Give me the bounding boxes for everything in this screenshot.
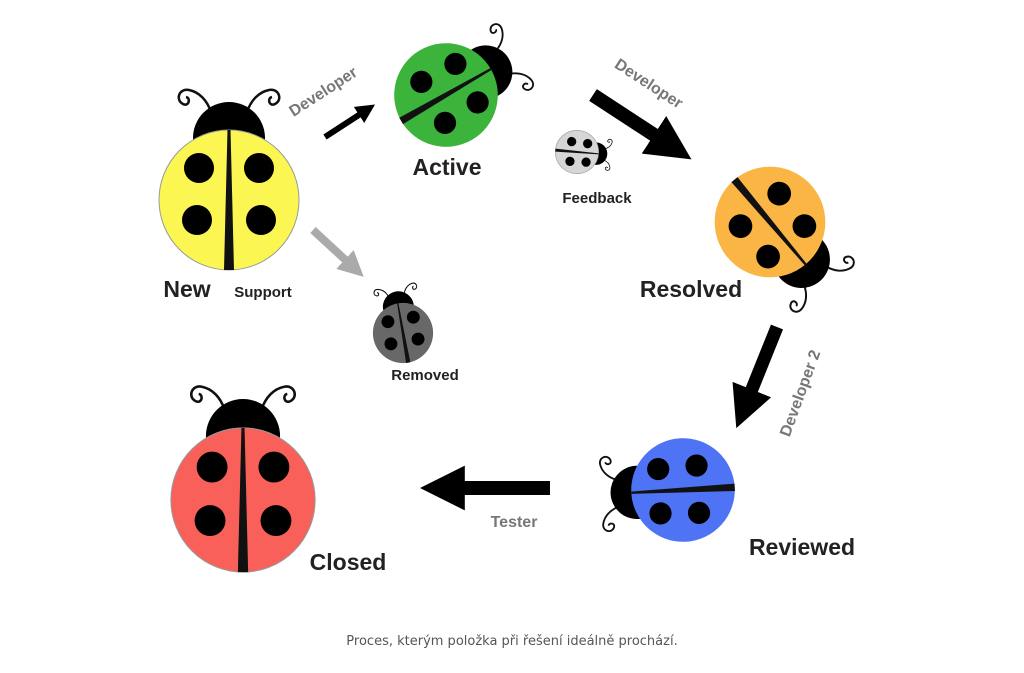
transition-label: Support (234, 284, 292, 301)
transition-label: Developer (286, 64, 360, 120)
ladybug-new-icon (158, 88, 300, 271)
ladybug-active-icon (383, 21, 537, 152)
transition-label: Developer (611, 56, 685, 112)
state-label-resolved: Resolved (640, 276, 742, 302)
arrow-resolved-to-reviewed (732, 324, 784, 429)
ladybug-removed-icon (372, 282, 434, 367)
state-label-feedback: Feedback (562, 190, 632, 207)
arrow-new-to-active (323, 104, 376, 140)
ladybug-closed-icon (170, 385, 316, 573)
state-label-reviewed: Reviewed (749, 534, 855, 560)
state-label-active: Active (412, 154, 481, 180)
arrow-new-to-removed (310, 227, 364, 277)
state-label-new: New (163, 276, 210, 302)
arrow-active-to-resolved (589, 89, 692, 160)
transition-label: Developer 2 (777, 348, 824, 439)
state-label-closed: Closed (310, 549, 387, 575)
ladybug-resolved-icon (706, 155, 858, 316)
ladybug-reviewed-icon (598, 438, 737, 542)
figure-caption: Proces, kterým položka při řešení ideáln… (346, 634, 677, 649)
state-label-removed: Removed (391, 367, 459, 384)
ladybug-feedback-icon (554, 129, 613, 175)
transition-label: Tester (491, 514, 538, 531)
